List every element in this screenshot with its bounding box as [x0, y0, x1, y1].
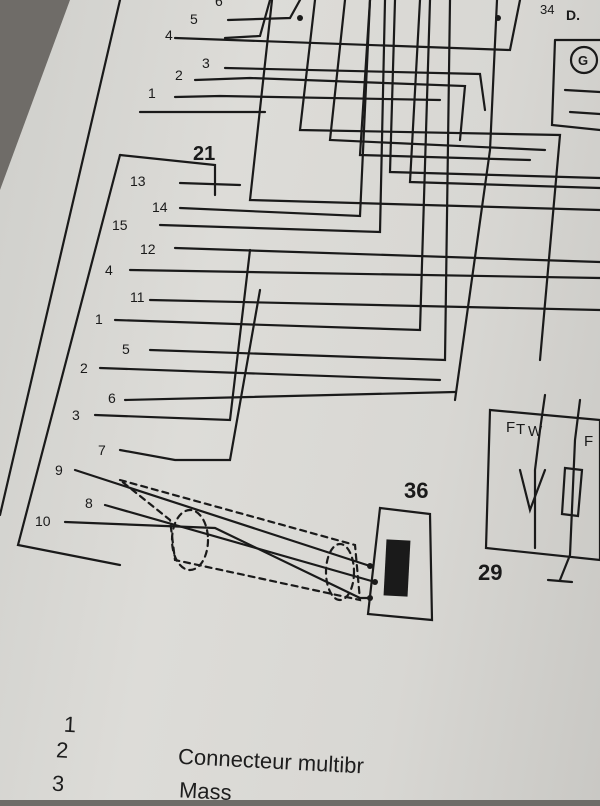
component-29-wire-f	[558, 398, 582, 582]
pin-34-label: 34	[540, 2, 554, 17]
pin-top-3: 3	[202, 55, 210, 71]
wire-21-1	[113, 0, 432, 332]
shield-ring-left	[170, 508, 210, 572]
pin-21-3: 3	[72, 407, 80, 423]
pin-21-1: 1	[95, 311, 103, 327]
shielded-cable-outline	[119, 478, 362, 602]
wire-bus-d	[388, 0, 600, 180]
component-29-label: 29	[478, 560, 502, 585]
terminal-29-f2: F	[584, 433, 593, 450]
pin-top-1: 1	[148, 85, 156, 101]
generator-circle	[569, 45, 599, 75]
pin-21-10: 10	[35, 513, 51, 529]
pin-21-8: 8	[85, 495, 93, 511]
generator-label: G	[578, 53, 588, 68]
generator-block-inner	[563, 88, 600, 116]
wire-21-9	[73, 468, 372, 568]
pin-21-15: 15	[112, 217, 128, 233]
legend-number: 1	[63, 711, 77, 738]
component-29-body	[484, 408, 600, 562]
wire-21-13	[178, 181, 242, 187]
terminal-29-t: T	[516, 421, 525, 438]
component-29-wire-t	[533, 393, 547, 550]
wire-21-12	[173, 246, 600, 264]
wire-21-10	[63, 520, 372, 600]
wire-21-14	[178, 0, 372, 218]
wire-top-4	[173, 0, 522, 52]
junction-dot-e	[297, 15, 303, 21]
component-29-ground	[546, 578, 574, 584]
legend-number: 3	[51, 770, 65, 797]
junction-dot-d	[495, 15, 501, 21]
shield-ring-right	[324, 542, 356, 602]
junction-dot-a	[367, 563, 373, 569]
wire-bus-a	[298, 0, 562, 362]
wire-bus-f	[453, 0, 499, 402]
legend-number: 2	[55, 737, 69, 763]
wire-21-8	[103, 503, 377, 584]
pin-21-13: 13	[130, 173, 146, 189]
wire-bus-e	[408, 0, 600, 190]
block-d-label: D.	[566, 7, 580, 23]
junction-dot-c	[367, 595, 373, 601]
pin-21-2: 2	[80, 360, 88, 376]
component-36-plate	[383, 539, 411, 597]
connector-21-left	[16, 153, 122, 567]
wire-top-1	[173, 94, 442, 102]
pin-21-11: 11	[130, 289, 145, 305]
pin-21-5: 5	[122, 341, 130, 357]
wire-21-15	[158, 0, 387, 234]
pin-21-4: 4	[105, 262, 113, 278]
wire-21-3	[93, 248, 252, 422]
wire-21-11	[148, 298, 600, 312]
wire-top-3	[223, 66, 487, 112]
wire-21-6	[123, 390, 457, 402]
component-36-label: 36	[404, 478, 428, 503]
pin-top-4: 4	[165, 27, 173, 43]
pin-21-7: 7	[98, 442, 106, 458]
outer-frame-left	[0, 0, 122, 517]
wire-top-5	[223, 0, 272, 40]
legend-text: Mass	[178, 777, 233, 806]
junction-dot-b	[372, 579, 378, 585]
pin-21-14: 14	[152, 199, 168, 215]
generator-block	[550, 38, 600, 132]
wire-21-2	[98, 366, 442, 382]
pin-top-2: 2	[175, 67, 183, 83]
terminal-29-w: W	[528, 423, 543, 440]
component-36-body	[366, 506, 434, 622]
component-29-switch	[518, 468, 547, 514]
wire-bus-g	[248, 0, 600, 212]
component-29-resistor	[560, 466, 584, 518]
wire-21-4	[128, 268, 600, 280]
terminal-29-f1: F	[506, 419, 515, 436]
pin-top-6: 6	[215, 0, 223, 9]
pin-21-12: 12	[140, 241, 156, 257]
legend-item: 1	[49, 711, 90, 739]
wire-bus-b	[328, 0, 547, 152]
pin-21-6: 6	[108, 390, 116, 406]
connector-21-label: 21	[193, 143, 215, 165]
wire-21-7	[118, 288, 262, 462]
pin-top-5: 5	[190, 11, 198, 27]
pin-21-9: 9	[55, 462, 63, 478]
wire-top-6	[226, 0, 302, 22]
wire-top-2	[193, 76, 467, 142]
